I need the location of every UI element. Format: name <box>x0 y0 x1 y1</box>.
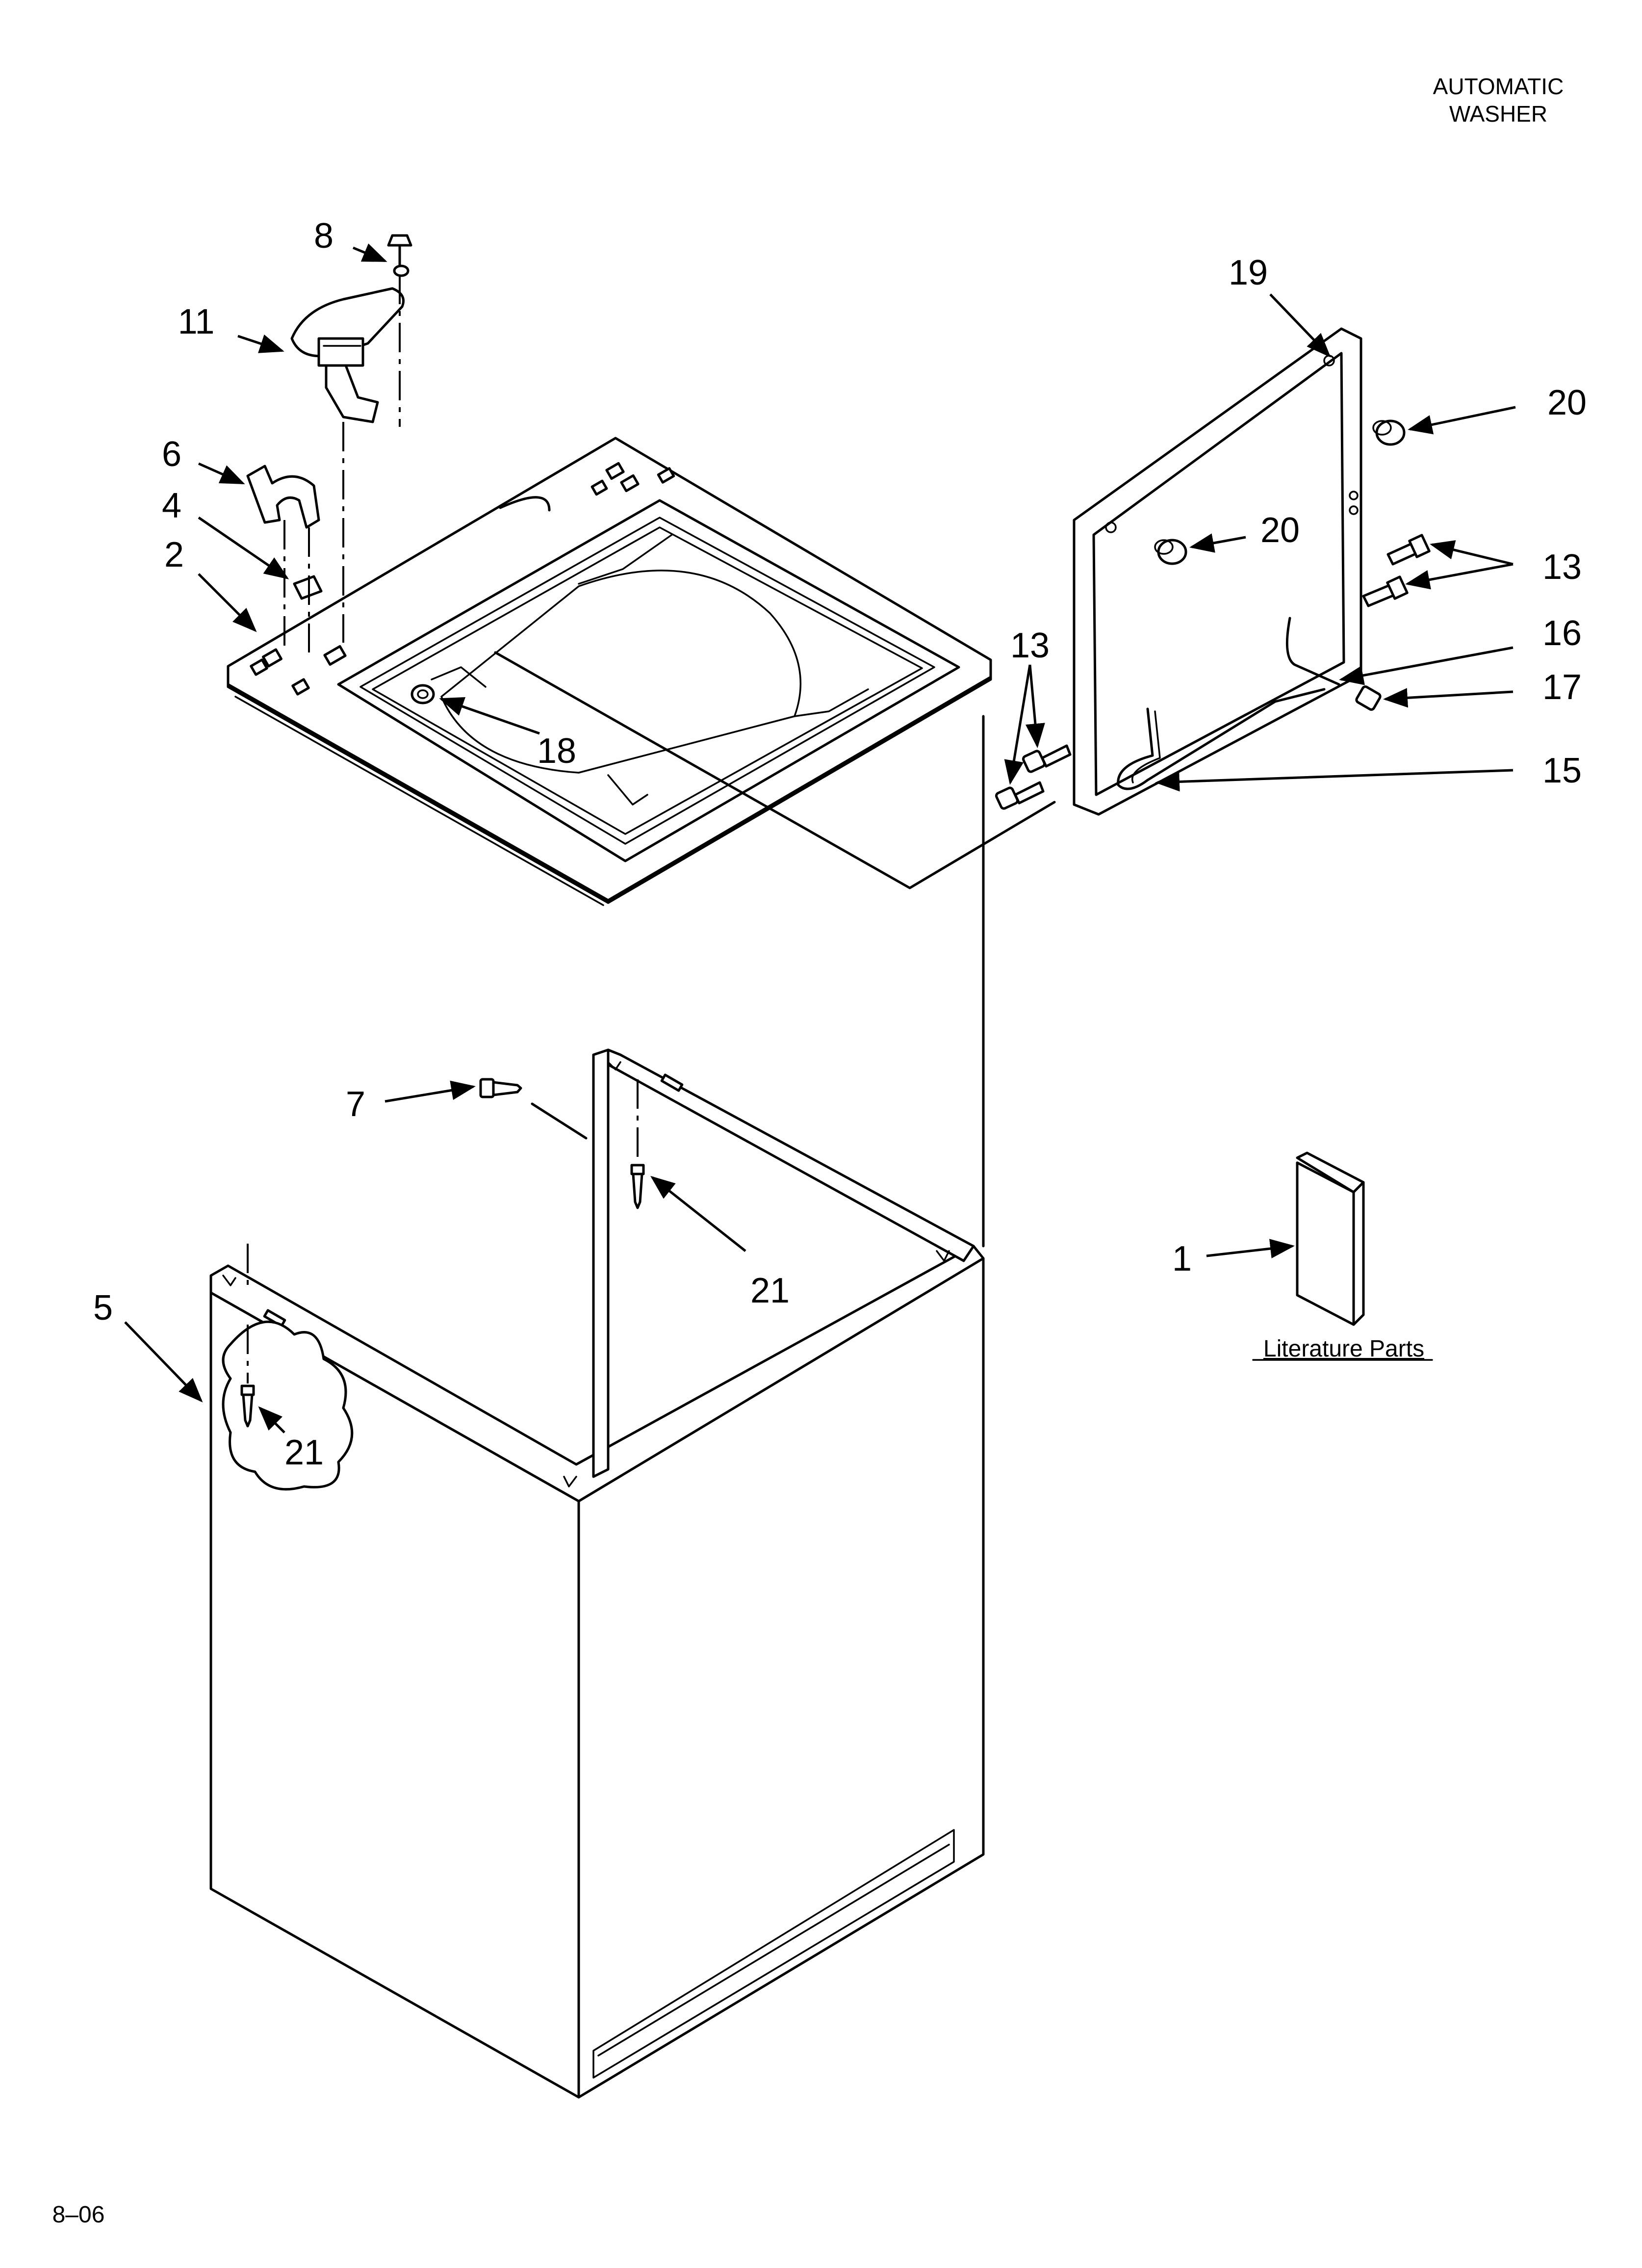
part-16-wire <box>1285 617 1340 686</box>
part-5-cabinet <box>209 1048 985 2099</box>
part-21-screw-lower <box>240 1244 255 1428</box>
header-line-1: AUTOMATIC <box>1433 74 1564 99</box>
literature-label: Literature Parts <box>1263 1336 1424 1362</box>
part-1-literature <box>1296 1151 1365 1326</box>
callout-4: 4 <box>162 486 181 525</box>
part-13-screw-left-lower <box>995 781 1045 810</box>
part-15-hose <box>1117 688 1326 790</box>
callout-13-left: 13 <box>1010 626 1050 665</box>
part-18-knob <box>410 684 435 704</box>
part-6-clip <box>246 465 320 529</box>
washer-top-panel <box>227 437 992 906</box>
callout-18: 18 <box>537 731 576 771</box>
part-11-lid-switch <box>290 287 405 423</box>
callout-1: 1 <box>1172 1239 1192 1278</box>
part-21-screw-upper <box>630 1079 645 1209</box>
callout-16: 16 <box>1542 614 1582 653</box>
part-20-plug-lower <box>1154 539 1187 565</box>
part-8-screw <box>387 234 412 277</box>
part-13-screw-right-lower <box>1362 575 1409 607</box>
callout-21-lower: 21 <box>284 1433 324 1472</box>
callout-20-upper: 20 <box>1547 383 1587 422</box>
part-13-screw-left-upper <box>1022 744 1072 773</box>
callout-20-lower: 20 <box>1260 511 1300 550</box>
callout-6: 6 <box>162 435 181 474</box>
callout-13-right: 13 <box>1542 547 1582 587</box>
callout-15: 15 <box>1542 751 1582 790</box>
part-20-plug-upper <box>1372 419 1406 446</box>
header-line-2: WASHER <box>1449 101 1547 127</box>
part-7-screw <box>479 1078 588 1140</box>
callout-17: 17 <box>1542 668 1582 707</box>
part-13-screw-right-upper <box>1386 534 1431 566</box>
callout-11: 11 <box>178 302 215 341</box>
callout-8: 8 <box>314 216 334 256</box>
callout-5: 5 <box>93 1288 113 1328</box>
cabinet-cutaway <box>222 1320 354 1491</box>
callout-21-upper: 21 <box>750 1271 790 1310</box>
part-19-rear-panel-frame <box>1073 327 1362 816</box>
callout-arrows <box>124 243 1516 1434</box>
part-4-bracket <box>293 575 323 600</box>
footer-code: 8–06 <box>52 2202 105 2228</box>
part-15-hose-inner <box>1131 710 1161 783</box>
callout-19: 19 <box>1229 253 1268 292</box>
part-17-clip <box>1355 685 1382 711</box>
callout-2: 2 <box>164 535 184 574</box>
connector-line <box>494 651 1056 889</box>
callout-7: 7 <box>346 1085 365 1124</box>
